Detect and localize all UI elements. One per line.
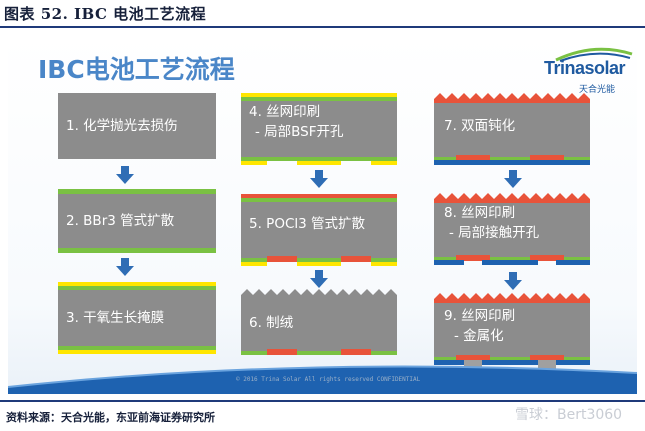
slide-copyright: © 2016 Trina Solar All rights reserved C…	[236, 376, 421, 383]
arrow-down-icon	[310, 170, 328, 188]
step-6-wafer	[241, 289, 397, 355]
step-9-label-1: 9. 丝网印刷	[444, 308, 516, 324]
step-3-wafer	[58, 282, 216, 354]
slide-title: IBC电池工艺流程	[38, 55, 235, 84]
step-3-label: 3. 干氧生长掩膜	[66, 310, 165, 326]
step-4-wafer	[241, 93, 397, 165]
step-7-label: 7. 双面钝化	[444, 118, 516, 134]
arrow-down-icon	[310, 270, 328, 288]
source-note: 资料来源：天合光能，东亚前海证券研究所	[6, 411, 215, 424]
arrow-down-icon	[504, 272, 522, 290]
step-8-label-1: 8. 丝网印刷	[444, 205, 516, 221]
bottom-divider	[0, 400, 645, 402]
step-7-wafer	[434, 93, 590, 165]
step-1-label: 1. 化学抛光去损伤	[66, 118, 178, 134]
step-8-wafer	[434, 193, 590, 265]
title-divider	[0, 26, 645, 28]
trina-logo: Trinasolar	[544, 58, 626, 78]
step-2-wafer	[58, 189, 216, 253]
arrow-down-icon	[504, 170, 522, 188]
step-5-wafer	[241, 194, 397, 266]
step-4-label-2: - 局部BSF开孔	[255, 124, 344, 140]
step-9-label-2: - 金属化	[454, 328, 504, 344]
step-2-label: 2. BBr3 管式扩散	[66, 213, 175, 229]
step-5-label: 5. POCl3 管式扩散	[249, 216, 365, 232]
watermark: 雪球：Bert3060	[515, 407, 623, 423]
arrow-down-icon	[116, 258, 134, 276]
step-8-label-2: - 局部接触开孔	[449, 225, 540, 241]
slide: IBC电池工艺流程 Trinasolar 天合光能 1. 化学抛光去损伤 2. …	[8, 36, 637, 394]
slide-footer-wave	[8, 365, 637, 394]
step-6-label: 6. 制绒	[249, 315, 294, 331]
trina-logo-subtext: 天合光能	[579, 85, 616, 95]
step-1-wafer	[58, 93, 216, 159]
arrow-down-icon	[116, 166, 134, 184]
trina-logo-swoosh-icon	[555, 47, 633, 62]
step-4-label-1: 4. 丝网印刷	[249, 104, 321, 120]
figure-title: 图表 52. IBC 电池工艺流程	[4, 5, 207, 23]
